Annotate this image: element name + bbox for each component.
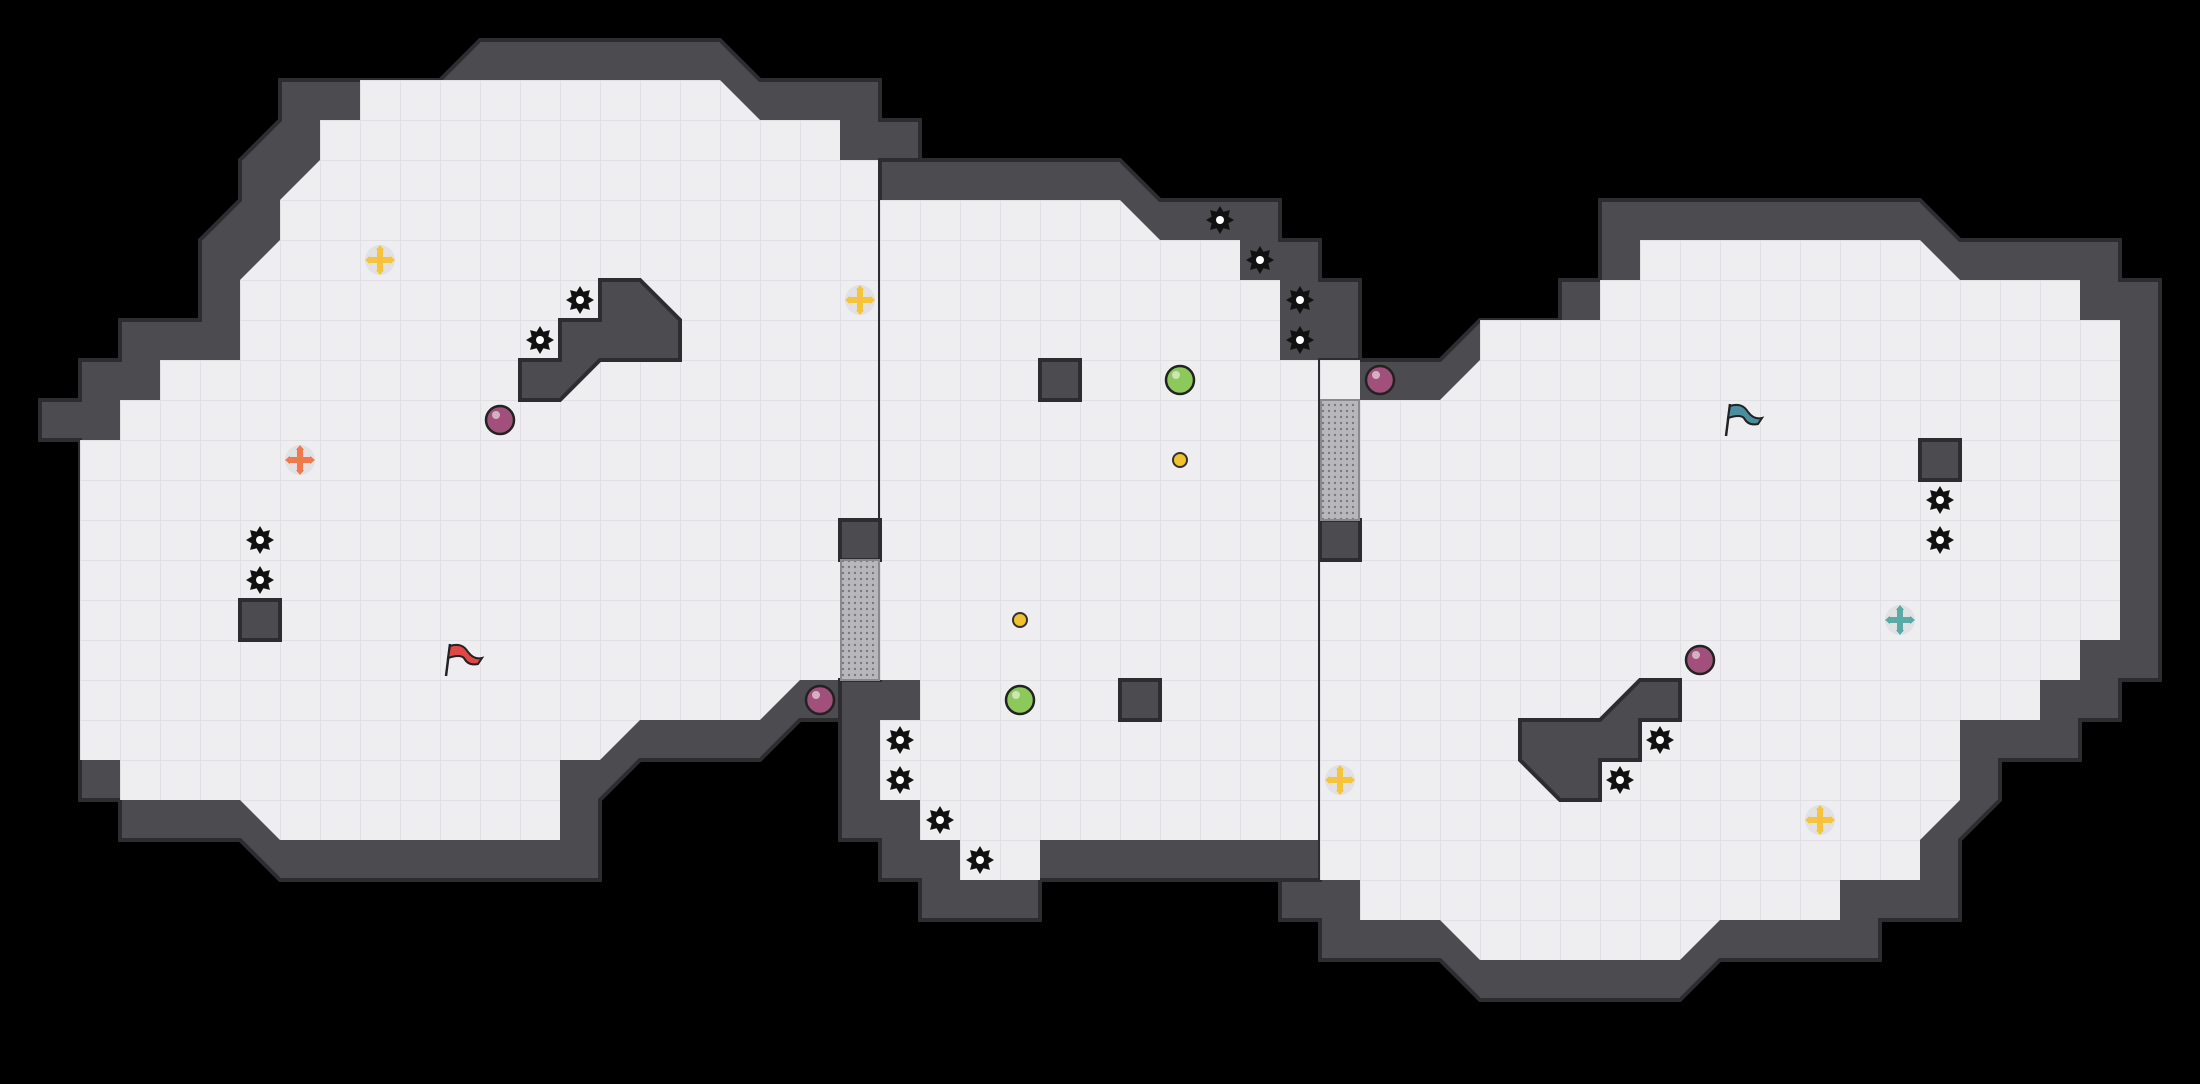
coin-icon — [1172, 452, 1188, 468]
saw-blade-icon — [1926, 486, 1954, 514]
purple-gem-icon — [1684, 644, 1716, 676]
saw-blade-icon — [966, 846, 994, 874]
saw-blade-icon — [1646, 726, 1674, 754]
saw-blade-icon — [246, 526, 274, 554]
saw-blade-icon — [1286, 326, 1314, 354]
dpad-pickup-icon — [1325, 765, 1355, 795]
wall-block-upper-left — [518, 278, 682, 402]
dpad-pickup-icon — [845, 285, 875, 315]
saw-blade-icon — [886, 766, 914, 794]
wall-block-far-right — [1918, 438, 1962, 482]
wall-block-mid-right — [1318, 518, 1362, 562]
coin-icon — [1012, 612, 1028, 628]
saw-blade-icon — [1206, 206, 1234, 234]
wall-block-center-bottom — [1118, 678, 1162, 722]
green-gem-icon — [1164, 364, 1196, 396]
grate-block-left — [840, 559, 880, 681]
saw-blades — [246, 206, 1954, 874]
saw-blade-icon — [1246, 246, 1274, 274]
saw-blade-icon — [1926, 526, 1954, 554]
grate-block-right — [1320, 399, 1360, 521]
purple-gem-icon — [484, 404, 516, 436]
wall-block-lower-right — [1518, 678, 1682, 802]
dpad-pickup-icon — [1885, 605, 1915, 635]
floor-right-chamber — [1320, 240, 2120, 960]
saw-blade-icon — [526, 326, 554, 354]
purple-gem-icon — [804, 684, 836, 716]
saw-blade-icon — [886, 726, 914, 754]
saw-blade-icon — [566, 286, 594, 314]
dpad-pickup-icon — [365, 245, 395, 275]
dpad-pickup-icon — [285, 445, 315, 475]
green-gem-icon — [1004, 684, 1036, 716]
floor-middle-chamber — [880, 200, 1320, 880]
flag-icon — [444, 643, 485, 677]
saw-blade-icon — [1286, 286, 1314, 314]
purple-gem-icon — [1364, 364, 1396, 396]
flag-icon — [1724, 403, 1765, 437]
wall-block-left — [238, 598, 282, 642]
dpad-pickup-icon — [1805, 805, 1835, 835]
wall-block-center-left — [838, 518, 882, 562]
floor-left-chamber — [80, 80, 880, 840]
wall-block-center-top — [1038, 358, 1082, 402]
saw-blade-icon — [926, 806, 954, 834]
interior-walls — [238, 278, 1962, 802]
saw-blade-icon — [1606, 766, 1634, 794]
saw-blade-icon — [246, 566, 274, 594]
pickups — [285, 245, 1915, 835]
